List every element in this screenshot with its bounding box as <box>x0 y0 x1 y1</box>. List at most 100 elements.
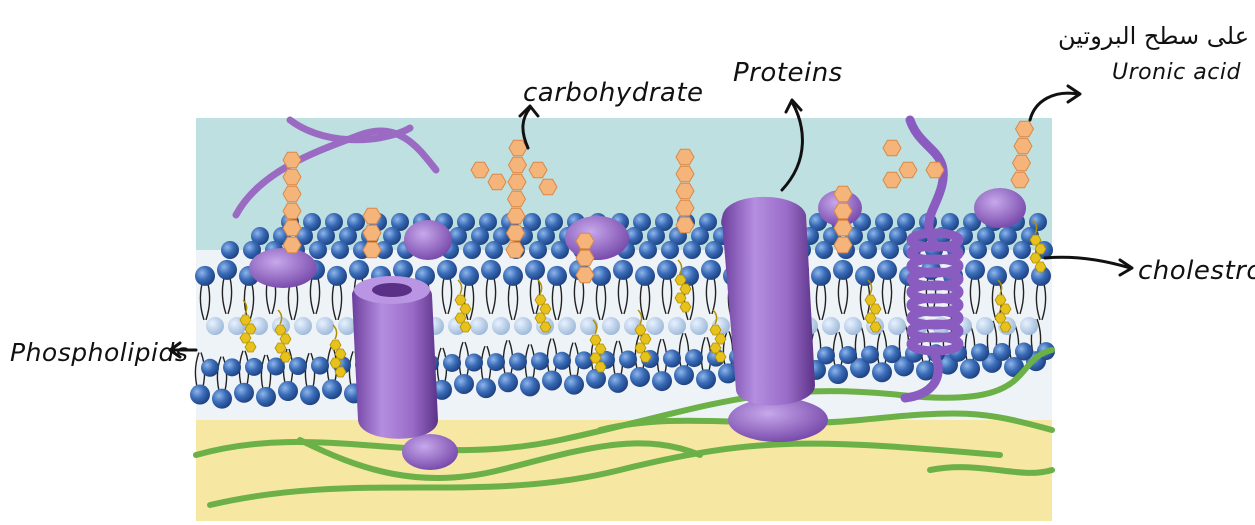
sugar-unit <box>676 217 694 233</box>
cholesterol-ring <box>1035 262 1046 272</box>
sugar-unit <box>508 191 526 207</box>
sugar-unit <box>363 225 381 241</box>
cholesterol-ring <box>870 322 881 332</box>
sugar-unit <box>1011 172 1029 188</box>
cholesterol-ring <box>1030 253 1041 263</box>
cholesterol-ring <box>715 334 726 344</box>
phospholipid-head <box>311 357 329 375</box>
phospholipid-head <box>872 362 892 382</box>
sugar-unit <box>283 169 301 185</box>
sugar-unit <box>283 220 301 236</box>
phospholipid-head <box>201 359 219 377</box>
phospholipid-head <box>309 241 327 259</box>
carbohydrate-label: carbohydrate <box>523 78 704 108</box>
sugar-unit <box>507 208 525 224</box>
sugar-unit <box>283 186 301 202</box>
cholesterol-ring <box>455 313 466 323</box>
phospholipid-head <box>503 266 523 286</box>
cholesterol-label: cholestrol <box>1138 256 1255 286</box>
phospholipid-head <box>683 241 701 259</box>
phospholipid-head <box>811 266 831 286</box>
phospholipid-head <box>206 317 224 335</box>
phospholipid-head <box>465 354 483 372</box>
phospholipid-head <box>190 385 210 405</box>
phospholipid-head <box>859 241 877 259</box>
phospholipid-head <box>815 241 833 259</box>
phospholipid-head <box>696 369 716 389</box>
cholesterol-ring <box>540 304 551 314</box>
cholesterol-ring <box>280 334 291 344</box>
phospholipid-head <box>969 241 987 259</box>
phospholipid-head <box>564 375 584 395</box>
phospholipid-head <box>965 260 985 280</box>
phospholipids-label: Phospholipids <box>10 338 188 367</box>
phospholipid-head <box>701 260 721 280</box>
sugar-unit <box>576 233 594 249</box>
sugar-unit <box>509 157 527 173</box>
cholesterol-ring <box>1000 304 1011 314</box>
cholesterol-ring <box>675 293 686 303</box>
phospholipid-head <box>888 317 906 335</box>
phospholipid-head <box>1009 260 1029 280</box>
phospholipid-head <box>828 364 848 384</box>
cholesterol-ring <box>240 315 251 325</box>
cholesterol-ring <box>460 322 471 332</box>
sugar-unit <box>507 225 525 241</box>
channel-protein <box>352 276 438 439</box>
phospholipid-head <box>822 317 840 335</box>
cholesterol-ring <box>995 313 1006 323</box>
cholesterol-ring <box>535 313 546 323</box>
phospholipid-head <box>481 260 501 280</box>
sugar-unit <box>1013 155 1031 171</box>
cholesterol-ring <box>540 322 551 332</box>
phospholipid-head <box>529 241 547 259</box>
sugar-unit <box>834 220 852 236</box>
phospholipid-head <box>652 371 672 391</box>
phospholipid-head <box>674 365 694 385</box>
cholesterol-ring <box>330 358 341 368</box>
cholesterol-ring <box>245 324 256 334</box>
sugar-unit <box>676 166 694 182</box>
phospholipid-head <box>817 346 835 364</box>
cholesterol-ring <box>635 343 646 353</box>
phospholipid-head <box>602 317 620 335</box>
cholesterol-ring <box>865 313 876 323</box>
phospholipid-head <box>470 317 488 335</box>
phospholipid-head <box>613 260 633 280</box>
cholesterol-ring <box>595 362 606 372</box>
sugar-unit <box>363 242 381 258</box>
phospholipid-head <box>608 373 628 393</box>
cholesterol-ring <box>590 335 601 345</box>
cholesterol-ring <box>460 304 471 314</box>
phospholipid-head <box>331 241 349 259</box>
phospholipid-head <box>705 241 723 259</box>
sugar-unit <box>529 162 547 178</box>
arabic-note-label: على سطح البروتين <box>1058 22 1249 50</box>
phospholipid-head <box>639 241 657 259</box>
phospholipid-head <box>558 317 576 335</box>
cholesterol-ring <box>280 352 291 362</box>
proteins-label: Proteins <box>733 58 843 88</box>
phospholipid-head <box>690 317 708 335</box>
cholesterol-ring <box>275 325 286 335</box>
cholesterol-ring <box>640 334 651 344</box>
cholesterol-ring <box>635 325 646 335</box>
phospholipid-head <box>635 266 655 286</box>
cholesterol-ring <box>275 343 286 353</box>
phospholipid-head <box>300 385 320 405</box>
phospholipid-head <box>661 241 679 259</box>
cholesterol-ring <box>335 367 346 377</box>
phospholipid-head <box>630 367 650 387</box>
phospholipid-head <box>960 359 980 379</box>
cholesterol-ring <box>245 342 256 352</box>
cholesterol-ring <box>595 344 606 354</box>
sugar-unit <box>1014 138 1032 154</box>
sugar-unit <box>834 203 852 219</box>
sugar-unit <box>834 237 852 253</box>
sugar-unit <box>539 179 557 195</box>
phospholipid-head <box>327 266 347 286</box>
cholesterol-ring <box>710 325 721 335</box>
phospholipid-head <box>547 266 567 286</box>
phospholipid-head <box>487 353 505 371</box>
